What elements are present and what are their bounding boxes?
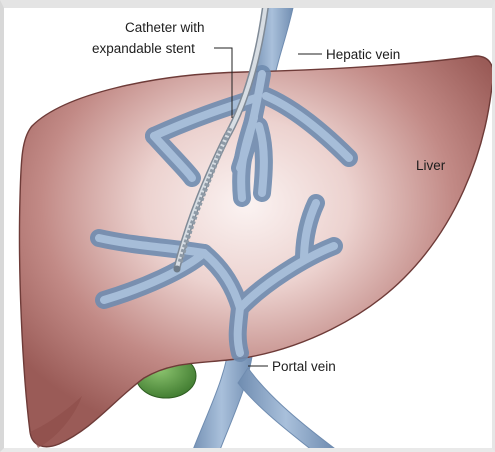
portal-vein-lower-branch <box>238 368 334 452</box>
label-catheter-line1: Catheter with <box>125 20 205 35</box>
label-catheter-line2: expandable stent <box>92 41 195 56</box>
label-liver: Liver <box>416 158 446 173</box>
label-hepatic-vein: Hepatic vein <box>326 47 400 62</box>
liver-diagram: Catheter with expandable stent Hepatic v… <box>4 8 495 452</box>
label-portal-vein: Portal vein <box>272 359 336 374</box>
